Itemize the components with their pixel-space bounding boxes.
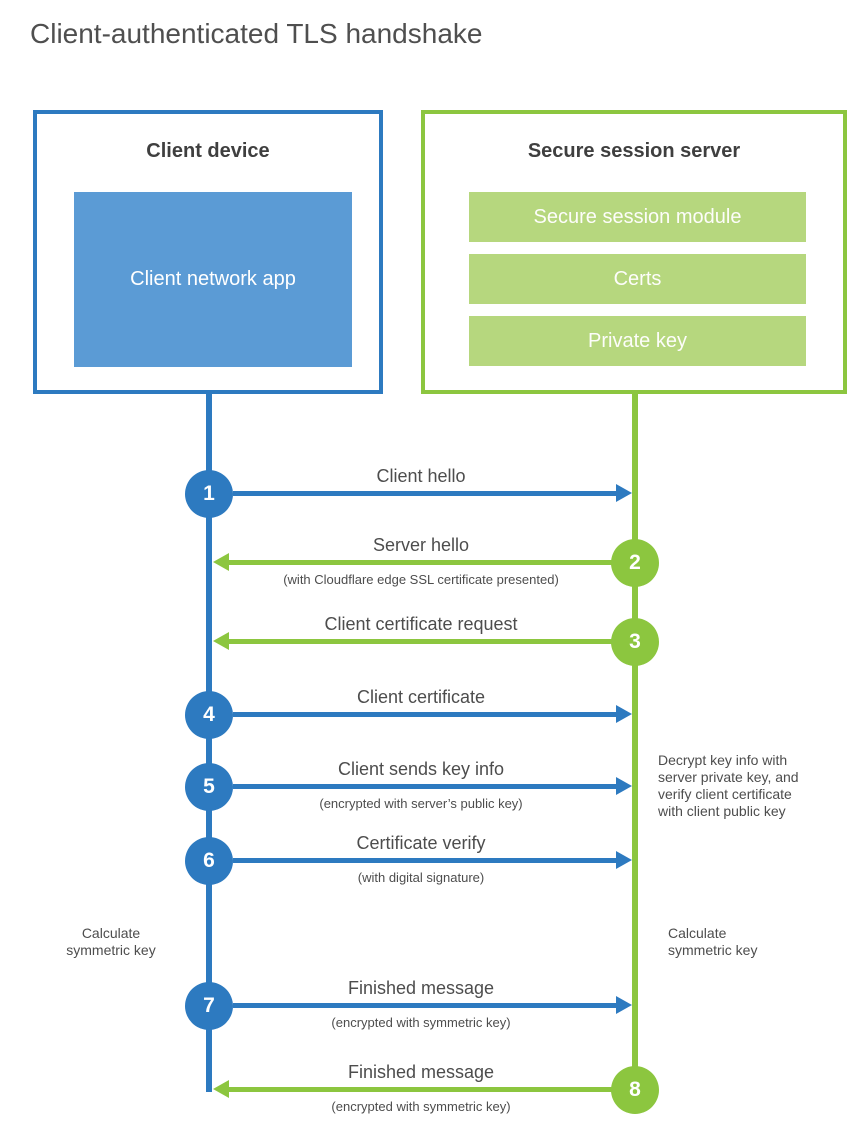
arrow-server-to-client — [213, 632, 612, 650]
message-label: Finished message — [347, 978, 495, 998]
message-label: Client certificate — [356, 687, 486, 707]
annotation-decrypt-key-info: Decrypt key info with server private key… — [658, 752, 799, 819]
message-label: Certificate verify — [356, 833, 486, 853]
step-7-circle: 7 — [185, 982, 233, 1030]
annotation-server-calculate-symmetric-key: Calculate symmetric key — [668, 925, 758, 958]
arrow-client-to-server — [233, 484, 632, 502]
client-device-box: Client device Client network app — [33, 110, 383, 394]
arrow-client-to-server — [233, 705, 632, 723]
server-module-bar: Secure session module — [469, 192, 806, 242]
message-note: (with digital signature) — [357, 870, 485, 885]
annotation-client-calculate-symmetric-key: Calculate symmetric key — [66, 925, 156, 958]
arrow-server-to-client — [213, 1080, 612, 1098]
step-number: 6 — [203, 849, 215, 872]
server-private-key-bar: Private key — [469, 316, 806, 366]
step-5-circle: 5 — [185, 763, 233, 811]
arrow-client-to-server — [233, 777, 632, 795]
step-number: 8 — [629, 1078, 641, 1101]
arrow-client-to-server — [233, 996, 632, 1014]
server-lifeline — [632, 392, 638, 1093]
step-1-circle: 1 — [185, 470, 233, 518]
client-device-title: Client device — [146, 140, 270, 162]
message-note: (with Cloudflare edge SSL certificate pr… — [283, 572, 559, 587]
step-6-circle: 6 — [185, 837, 233, 885]
page-title: Client-authenticated TLS handshake — [30, 18, 483, 49]
client-lifeline — [206, 392, 212, 1092]
arrow-client-to-server — [233, 851, 632, 869]
step-2-circle: 2 — [611, 539, 659, 587]
message-note: (encrypted with server’s public key) — [319, 796, 523, 811]
step-number: 5 — [203, 775, 215, 798]
message-label: Client certificate request — [324, 614, 518, 634]
step-number: 4 — [203, 703, 215, 726]
step-number: 3 — [629, 630, 641, 653]
secure-session-server-title: Secure session server — [527, 140, 741, 162]
message-note: (encrypted with symmetric key) — [331, 1099, 511, 1114]
message-label: Client sends key info — [337, 759, 505, 779]
step-4-circle: 4 — [185, 691, 233, 739]
step-8-circle: 8 — [611, 1066, 659, 1114]
client-network-app-box: Client network app — [74, 192, 352, 367]
step-number: 7 — [203, 994, 215, 1017]
client-network-app-label: Client network app — [130, 268, 296, 290]
step-number: 2 — [629, 551, 641, 574]
message-note: (encrypted with symmetric key) — [331, 1015, 511, 1030]
message-label: Finished message — [347, 1062, 495, 1082]
arrow-server-to-client — [213, 553, 612, 571]
message-label: Client hello — [376, 466, 466, 486]
step-3-circle: 3 — [611, 618, 659, 666]
secure-session-server-box: Secure session server Secure session mod… — [421, 110, 847, 394]
message-label: Server hello — [372, 535, 470, 555]
step-number: 1 — [203, 482, 215, 505]
server-certs-bar: Certs — [469, 254, 806, 304]
